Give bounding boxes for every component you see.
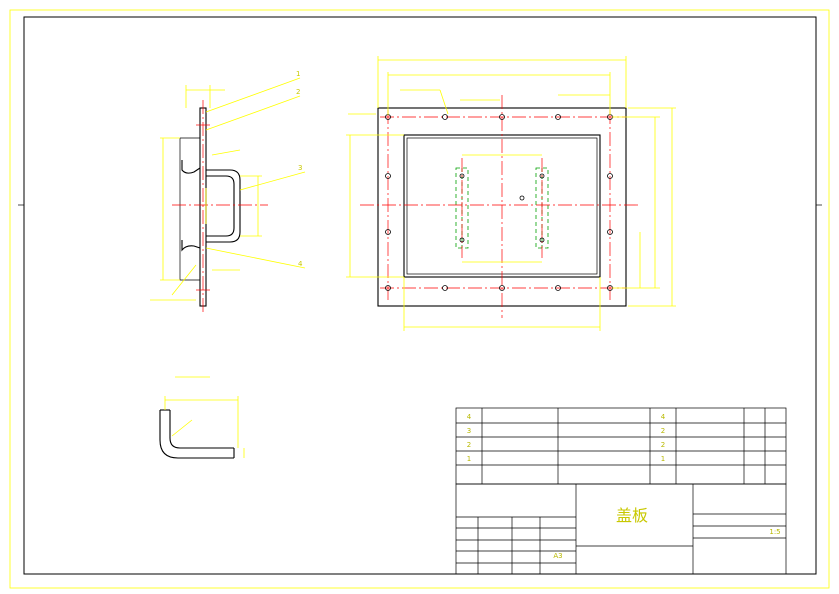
outer-border [9,9,830,589]
bom-no-3: 3 [467,427,471,435]
callout-4: 4 [298,260,303,268]
side-view [150,77,306,315]
sheet-size: A3 [553,552,562,560]
callout-3: 3 [298,164,302,172]
bom-qty-2: 2 [661,441,665,449]
callout-2: 2 [296,88,300,96]
bom-no-2: 2 [467,441,471,449]
scale: 1:5 [769,528,780,536]
detail-view [159,376,245,459]
title-block [455,407,787,575]
callout-1: 1 [296,70,300,78]
bom-qty-3: 2 [661,427,665,435]
drawing-name: 盖板 [616,506,648,525]
bom-qty-1: 1 [661,455,665,463]
inner-border [23,16,817,575]
bom-no-1: 1 [467,455,471,463]
front-view [346,56,676,331]
bom-no-4: 4 [467,413,472,421]
bom-qty-4: 4 [661,413,666,421]
